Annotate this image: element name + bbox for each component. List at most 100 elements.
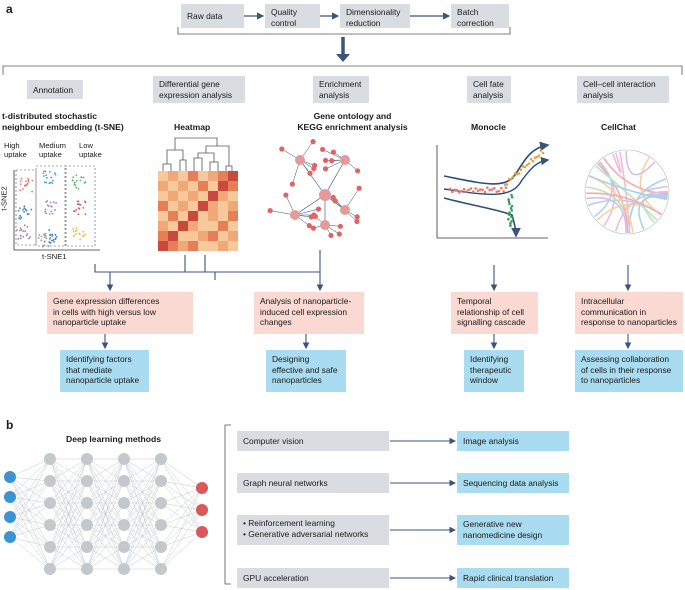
tsne-point xyxy=(53,172,56,174)
tsne-point xyxy=(45,181,48,184)
tsne-point xyxy=(72,230,75,233)
nn-node xyxy=(44,563,56,575)
trajectory-point xyxy=(517,172,521,175)
outcome-safe-nanoparticles: Designing effective and safe nanoparticl… xyxy=(266,350,346,392)
nn-node xyxy=(4,531,16,543)
tsne-point xyxy=(76,203,79,206)
tsne-point xyxy=(51,212,54,215)
tsne-point xyxy=(49,241,52,244)
tsne-point xyxy=(55,202,57,204)
nn-connection xyxy=(9,476,51,570)
trajectory-inner-top xyxy=(443,156,550,195)
network-node xyxy=(283,192,289,198)
nn-node xyxy=(196,504,208,516)
trajectory-point xyxy=(510,215,513,219)
cellchat-chord xyxy=(586,196,627,234)
trajectory-point xyxy=(455,188,459,192)
heatmap-cell xyxy=(178,191,188,201)
category-enrichment: Enrichment analysis xyxy=(313,76,369,103)
tsne-point xyxy=(17,237,20,240)
heatmap-cell xyxy=(208,181,218,191)
heatmap-cell xyxy=(208,171,218,181)
trajectory-point xyxy=(519,168,523,171)
nn-connection xyxy=(86,458,125,570)
tsne-point xyxy=(22,230,25,233)
nn-connection xyxy=(49,502,88,570)
heatmap-cell xyxy=(208,191,218,201)
nn-node xyxy=(118,519,130,531)
heatmap-cell xyxy=(208,211,218,221)
tsne-point xyxy=(54,233,57,236)
arrow-pipeline-down-head xyxy=(336,54,350,62)
heatmap-cell xyxy=(198,181,208,191)
trajectory-point xyxy=(504,186,508,189)
nn-connection xyxy=(9,476,51,548)
tsne-point xyxy=(46,176,48,179)
nn-connection xyxy=(9,536,51,570)
tsne-point xyxy=(29,236,31,238)
nn-connection xyxy=(9,524,51,538)
nn-connection xyxy=(123,480,162,570)
tsne-point xyxy=(82,176,85,179)
tsne-point xyxy=(20,177,23,180)
category-annotation: Annotation xyxy=(27,80,83,99)
tsne-point xyxy=(49,170,51,173)
trajectory-point xyxy=(523,165,527,169)
nn-connection xyxy=(9,480,51,498)
trajectory-point xyxy=(469,187,473,190)
finding-intracellular-communication: Intracellular communication in response … xyxy=(575,292,683,334)
network-node xyxy=(337,223,343,229)
tool-monocle: Monocle xyxy=(471,122,506,132)
tsne-point xyxy=(24,230,27,233)
neural-network xyxy=(4,453,208,575)
tsne-point xyxy=(84,233,87,236)
nn-node xyxy=(155,541,167,553)
tsne-point xyxy=(45,174,48,177)
trajectory-point xyxy=(458,191,461,194)
tsne-point xyxy=(37,237,40,239)
trajectory-point xyxy=(462,187,466,191)
heatmap-cell xyxy=(208,241,218,251)
trajectory-point xyxy=(509,177,513,181)
tsne-point xyxy=(30,208,33,211)
tsne-point xyxy=(72,228,75,230)
network-node xyxy=(306,223,312,229)
tsne-point xyxy=(42,175,45,177)
trajectory-point xyxy=(509,224,512,228)
nn-node xyxy=(81,541,93,553)
nn-connection xyxy=(86,458,125,526)
tsne-point xyxy=(75,174,78,177)
trajectory-point xyxy=(535,155,539,159)
nn-connection xyxy=(160,531,203,570)
nn-connection xyxy=(9,458,51,538)
tsne-point xyxy=(25,180,27,183)
heatmap-cell xyxy=(158,191,168,201)
network-node xyxy=(310,225,316,231)
pipeline-raw-data: Raw data xyxy=(181,4,244,28)
trajectory-point xyxy=(525,163,529,167)
network-node xyxy=(279,146,285,152)
trajectory-point xyxy=(497,189,501,193)
heatmap-cell xyxy=(178,171,188,181)
tsne-point xyxy=(48,240,51,243)
nn-connection xyxy=(123,546,162,570)
tsne-point xyxy=(19,229,21,232)
deep-learning-title: Deep learning methods xyxy=(66,434,162,444)
tsne-point xyxy=(26,225,29,228)
nn-node xyxy=(155,453,167,465)
heatmap-cell xyxy=(168,201,178,211)
network-node xyxy=(322,166,329,172)
heatmap-cell xyxy=(168,211,178,221)
method-graph-neural-networks: Graph neural networks xyxy=(237,473,389,493)
tsne-point xyxy=(80,176,83,179)
nn-connection xyxy=(86,546,125,570)
cellchat-chord xyxy=(585,192,662,216)
nn-node xyxy=(118,563,130,575)
network-node xyxy=(312,213,318,220)
heatmap-cell xyxy=(228,181,238,191)
nn-node xyxy=(155,475,167,487)
network-hub xyxy=(340,205,350,215)
tsne-high-box xyxy=(15,169,37,246)
tsne-point xyxy=(31,190,34,193)
method-computer-vision: Computer vision xyxy=(237,431,389,451)
